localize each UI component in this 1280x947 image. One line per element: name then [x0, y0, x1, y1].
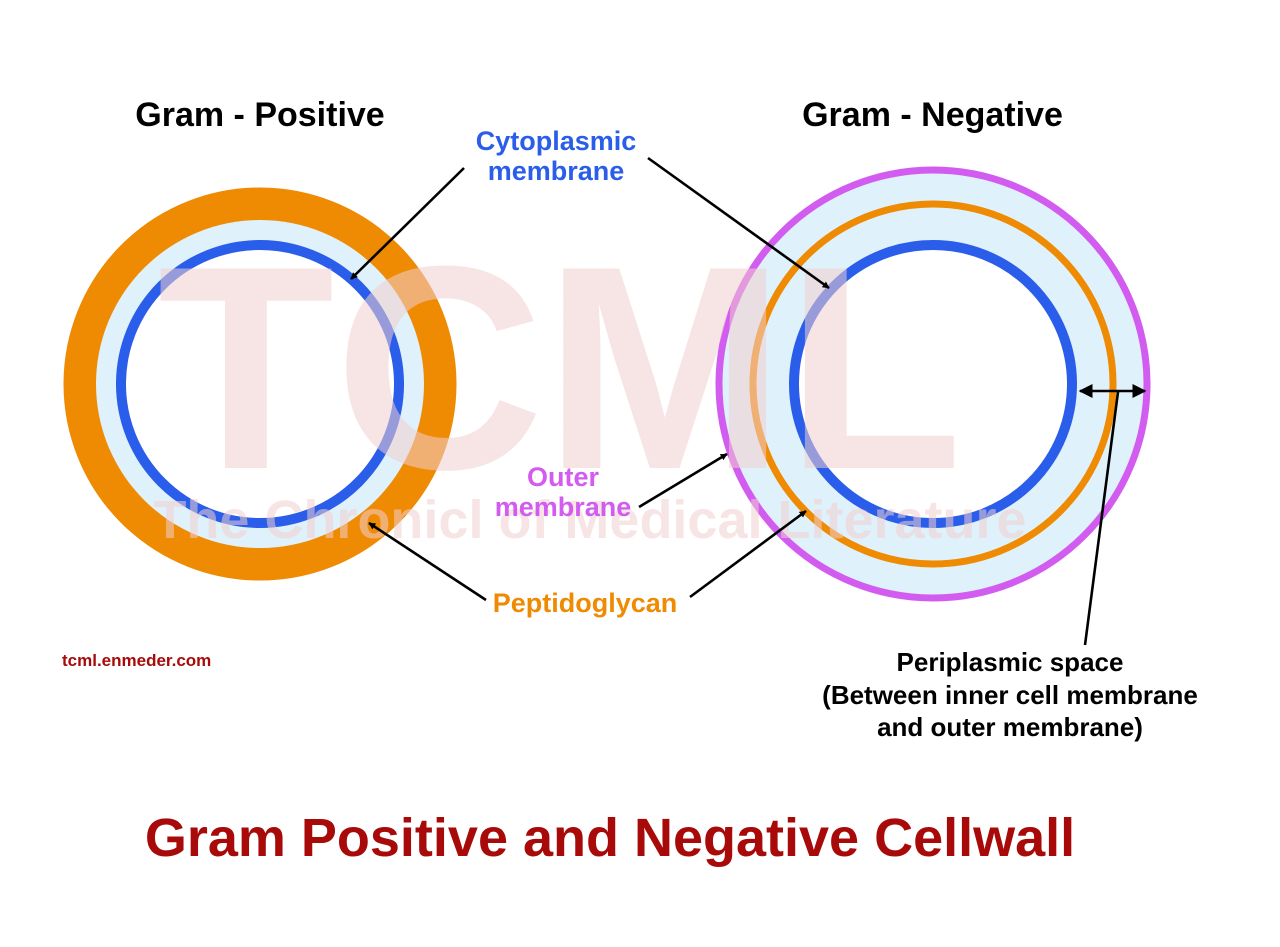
arrow-pepti-left	[368, 521, 487, 602]
arrow-periplasm-pointer	[1083, 391, 1120, 646]
watermark: TCML The Chronicl of Medical Literature	[153, 206, 1026, 550]
periplasmic-label-line1: Periplasmic space	[896, 647, 1124, 677]
cytoplasmic-label-line2: membrane	[487, 156, 625, 187]
watermark-logo: TCML	[157, 206, 962, 530]
outer-label-line1: Outer	[526, 462, 599, 492]
watermark-tagline: The Chronicl of Medical Literature	[153, 490, 1026, 550]
gram-positive-title: Gram - Positive	[135, 96, 385, 134]
main-title: Gram Positive and Negative Cellwall	[144, 808, 1076, 868]
site-url: tcml.enmeder.com	[62, 651, 212, 670]
gram-positive-cell	[63, 187, 457, 581]
outer-label-line2: membrane	[494, 492, 632, 523]
periplasmic-label-line3: and outer membrane)	[877, 712, 1143, 742]
gram-negative-title: Gram - Negative	[802, 96, 1063, 134]
periplasmic-space-label: Periplasmic space (Between inner cell me…	[800, 646, 1220, 744]
gram-negative-cytoplasm	[789, 240, 1077, 528]
outer-membrane-label: Outer membrane	[468, 462, 658, 522]
arrow-outer-membrane	[638, 452, 728, 509]
arrows	[350, 156, 1147, 646]
gram-negative-outer-membrane	[715, 166, 1151, 602]
peptidoglycan-label: Peptidoglycan	[492, 588, 678, 618]
cytoplasmic-label-line1: Cytoplasmic	[475, 126, 637, 156]
gram-positive-cytoplasm	[116, 240, 404, 528]
arrow-cyto-left	[350, 167, 465, 280]
arrow-pepti-right	[689, 509, 807, 599]
cytoplasmic-membrane-label: Cytoplasmic membrane	[440, 126, 672, 186]
periplasmic-label-line2: (Between inner cell membrane	[822, 679, 1198, 710]
arrow-cyto-right	[647, 156, 830, 290]
